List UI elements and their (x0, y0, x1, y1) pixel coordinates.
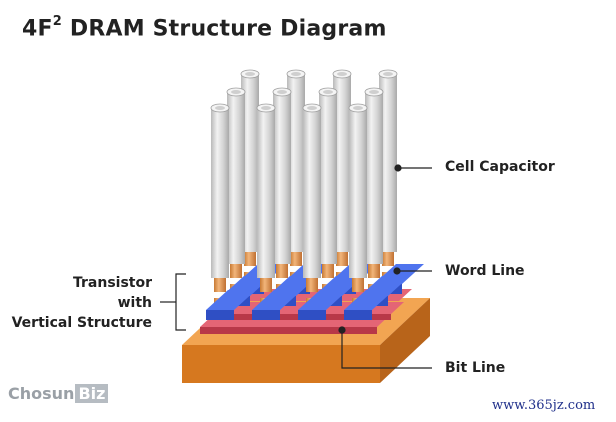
word-line (252, 290, 302, 310)
transistor-label: Transistor with Vertical Structure (11, 275, 152, 331)
transistor (352, 278, 364, 292)
cell-capacitor (227, 92, 245, 264)
capacitor-hole (337, 72, 347, 76)
cell-capacitor (379, 74, 397, 252)
transistor (230, 264, 242, 278)
cell-capacitor (257, 108, 275, 278)
word-line (298, 290, 348, 310)
cell-capacitor (365, 92, 383, 264)
cell-capacitor (349, 108, 367, 278)
word-line (298, 310, 326, 320)
page-title: 4F2 DRAM Structure Diagram (22, 14, 387, 42)
capacitor-hole (323, 90, 333, 94)
capacitor-hole (245, 72, 255, 76)
transistor (276, 264, 288, 278)
word-line (206, 290, 256, 310)
word-line (252, 310, 280, 320)
capacitor-hole (369, 90, 379, 94)
cell-capacitor (241, 74, 259, 252)
watermark: www.365jz.com (492, 398, 596, 413)
capacitor-hole (261, 106, 271, 110)
transistor (214, 278, 226, 292)
leader-lines (160, 164, 432, 369)
cell-capacitor (211, 108, 229, 278)
transistor (260, 278, 272, 292)
transistor (382, 252, 394, 266)
bit-line (200, 327, 377, 334)
cell-capacitor (333, 74, 351, 252)
transistor (244, 252, 256, 266)
word-line (206, 310, 234, 320)
word-line-label: Word Line (445, 263, 525, 279)
capacitor-hole (383, 72, 393, 76)
transistor (368, 264, 380, 278)
cell-capacitor (287, 74, 305, 252)
capacitor-hole (231, 90, 241, 94)
transistor (336, 252, 348, 266)
transistor (290, 252, 302, 266)
capacitor-hole (291, 72, 301, 76)
word-line (344, 310, 372, 320)
capacitor-hole (353, 106, 363, 110)
transistor (322, 264, 334, 278)
cell-capacitor (319, 92, 337, 264)
cell-capacitor (273, 92, 291, 264)
transistor (306, 278, 318, 292)
word-line (344, 290, 394, 310)
capacitor-hole (215, 106, 225, 110)
bit-line-label: Bit Line (445, 360, 506, 376)
cell-capacitor-label: Cell Capacitor (445, 159, 555, 175)
capacitor-hole (277, 90, 287, 94)
capacitor-hole (307, 106, 317, 110)
cell-capacitor (303, 108, 321, 278)
